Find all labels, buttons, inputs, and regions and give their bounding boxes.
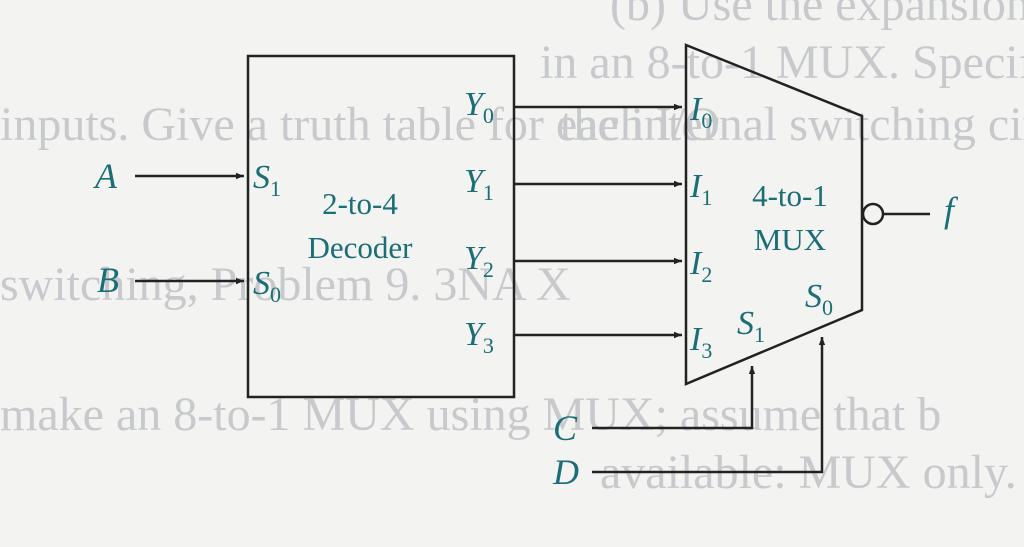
decoder-subtitle: Decoder (308, 230, 414, 265)
bleed-line-5: switching, Problem 9. 3NA X (0, 258, 571, 311)
mux-input-i0: I0 (689, 91, 712, 133)
wire-d (592, 337, 826, 474)
mux-block (684, 43, 864, 386)
output-f-label: f (944, 190, 959, 230)
wire-c (592, 366, 756, 430)
decoder-input-s0: S0 (253, 265, 281, 307)
decoder-input-s1: S1 (253, 159, 281, 201)
mux-select-s1: S1 (737, 305, 765, 347)
decoder-output-y2: Y2 (464, 240, 494, 282)
decoder-output-y0: Y0 (464, 86, 494, 128)
signal-c-label: C (553, 408, 578, 448)
signal-b-label: B (97, 260, 119, 300)
bleed-through-text: (b) Use the expansion in part (a) to rea… (0, 0, 1024, 499)
signal-a-label: A (93, 156, 118, 196)
mux-title: 4-to-1 (752, 178, 828, 213)
mux-input-i1: I1 (689, 168, 712, 210)
mux-subtitle: MUX (754, 222, 826, 257)
signal-d-label: D (552, 452, 579, 492)
decoder-output-y3: Y3 (464, 316, 494, 358)
mux-input-i2: I2 (689, 245, 712, 287)
bleed-line-1: (b) Use the expansion in part (a) to rea… (610, 0, 1024, 31)
bleed-line-2: in an 8-to-1 MUX. Specify the I/O pins (540, 36, 1024, 89)
mux-input-i3: I3 (689, 321, 712, 363)
decoder-block (246, 54, 516, 399)
decoder-title: 2-to-4 (322, 186, 398, 221)
mux-select-s0: S0 (805, 278, 833, 320)
inversion-bubble (861, 202, 885, 226)
decoder-output-y1: Y1 (464, 163, 494, 205)
